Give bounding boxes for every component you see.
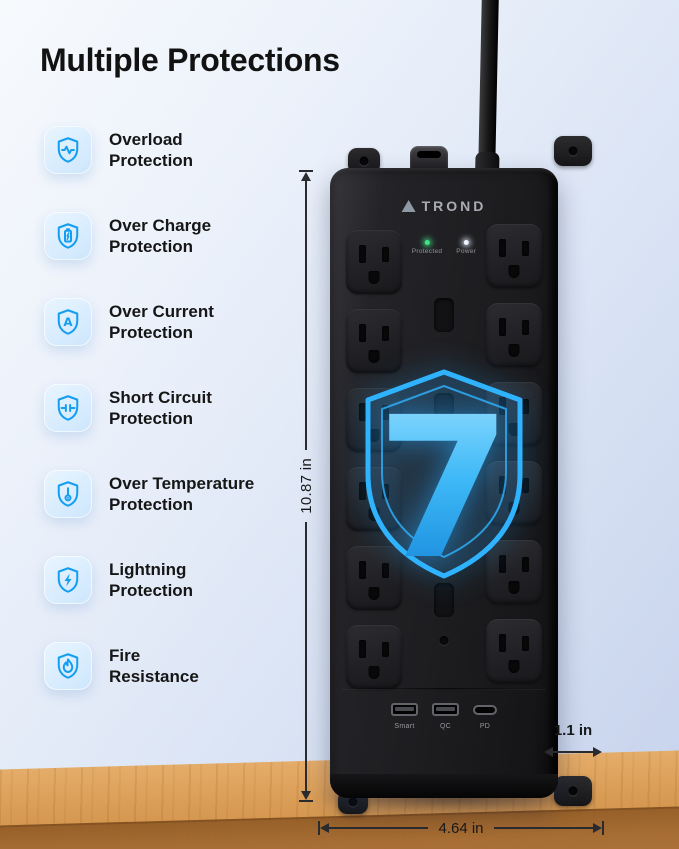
feature-lightning: Lightning Protection — [44, 556, 254, 604]
ground-hole — [508, 265, 520, 278]
feature-overload: Overload Protection — [44, 126, 254, 174]
arrow-right-icon — [593, 747, 602, 757]
ground-hole — [368, 350, 380, 363]
fire-shield-icon — [44, 642, 92, 690]
outlet-column-left — [346, 230, 402, 689]
arrow-right-icon — [593, 823, 603, 833]
panel-seam — [342, 688, 546, 690]
short-circuit-shield-icon — [44, 384, 92, 432]
body-base — [330, 774, 558, 798]
ac-outlet — [346, 230, 402, 294]
ground-hole — [368, 587, 380, 600]
dimension-height: 10.87 in — [296, 170, 316, 802]
feature-fire: Fire Resistance — [44, 642, 254, 690]
usb-port-pd: PD — [473, 702, 497, 730]
feature-short-circuit: Short Circuit Protection — [44, 384, 254, 432]
arrow-left-icon — [544, 747, 553, 757]
feature-label: Overload Protection — [109, 129, 194, 170]
feature-over-temperature: Over Temperature Protection — [44, 470, 254, 518]
usb-port-smart: Smart — [391, 702, 418, 730]
feature-label: Over Current Protection — [109, 301, 214, 342]
ac-outlet — [486, 619, 542, 683]
ac-outlet — [486, 224, 542, 288]
usb-a-icon — [432, 703, 459, 716]
overcurrent-shield-icon: A — [44, 298, 92, 346]
outlet-column-right — [486, 224, 542, 683]
power-indicator: Power — [456, 240, 476, 255]
height-value: 10.87 in — [297, 458, 315, 514]
protected-indicator: Protected — [412, 240, 443, 255]
center-outlet-slot — [434, 298, 454, 332]
ground-hole — [508, 581, 520, 594]
center-outlet-slot — [434, 488, 454, 522]
shield-7-badge: 7 — [365, 369, 523, 584]
dimension-width: 4.64 in — [318, 818, 605, 838]
protected-led-icon — [424, 240, 430, 245]
ground-hole — [508, 660, 520, 673]
usb-a-icon — [391, 703, 418, 716]
mounting-ear-bottom-right — [554, 776, 592, 806]
svg-text:A: A — [63, 315, 73, 329]
feature-list: Overload Protection Over Charge Protecti… — [44, 126, 254, 690]
brand-name: TROND — [421, 198, 487, 214]
ground-hole — [368, 429, 380, 442]
power-cord — [478, 0, 499, 175]
usb-c-icon — [473, 704, 497, 715]
outlet-column-center — [434, 298, 454, 617]
power-strip-body: TROND Protected Power — [330, 168, 558, 798]
feature-label: Over Charge Protection — [109, 215, 212, 256]
ac-outlet — [486, 540, 542, 604]
overcharge-shield-icon — [44, 212, 92, 260]
status-indicators: Protected Power — [412, 240, 476, 255]
center-outlet-slot — [434, 583, 454, 617]
center-outlet-slot — [434, 393, 454, 427]
feature-over-charge: Over Charge Protection — [44, 212, 254, 260]
ac-outlet — [346, 546, 402, 610]
mounting-ear-top-right — [554, 136, 592, 166]
overload-shield-icon — [44, 126, 92, 174]
lightning-shield-icon — [44, 556, 92, 604]
page-title: Multiple Protections — [40, 42, 340, 78]
ac-outlet — [486, 303, 542, 367]
brand-logo: TROND — [401, 198, 487, 214]
feature-label: Over Temperature Protection — [109, 473, 255, 514]
width-value: 4.64 in — [438, 819, 484, 837]
ground-hole — [368, 666, 380, 679]
dimension-depth: 1.1 in — [544, 722, 602, 757]
arrow-left-icon — [320, 823, 329, 833]
power-led-icon — [463, 240, 469, 245]
arrow-down-icon — [301, 791, 311, 800]
usb-port-row: Smart QC PD — [391, 702, 497, 730]
ground-hole — [368, 271, 380, 284]
screw-hole — [439, 636, 449, 645]
feature-over-current: A Over Current Protection — [44, 298, 254, 346]
ac-outlet — [346, 467, 402, 531]
feature-label: Lightning Protection — [109, 559, 194, 600]
brand-triangle-icon — [401, 200, 416, 212]
over-temperature-shield-icon — [44, 470, 92, 518]
feature-label: Fire Resistance — [109, 645, 199, 686]
ac-outlet — [346, 309, 402, 373]
arrow-up-icon — [301, 172, 311, 181]
ground-hole — [508, 344, 520, 357]
ac-outlet — [346, 625, 402, 689]
ground-hole — [508, 423, 520, 436]
shield-number: 7 — [376, 375, 512, 584]
feature-label: Short Circuit Protection — [109, 387, 212, 428]
depth-value: 1.1 in — [553, 722, 593, 739]
usb-port-qc: QC — [432, 702, 459, 730]
